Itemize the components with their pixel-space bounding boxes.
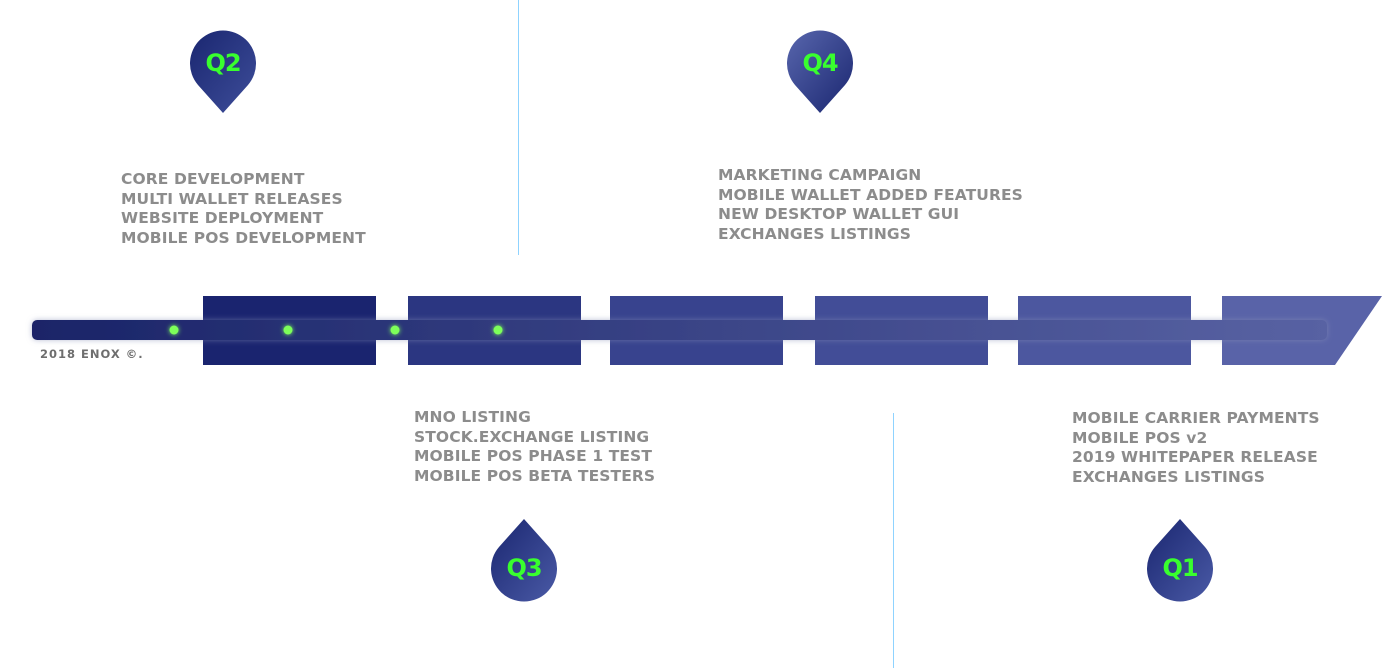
progress-dot	[493, 325, 503, 335]
q2-items: CORE DEVELOPMENT MULTI WALLET RELEASES W…	[121, 170, 366, 248]
q2-pin: Q2	[190, 27, 256, 113]
list-item: 2019 WHITEPAPER RELEASE	[1072, 448, 1318, 466]
q1-pin: Q1	[1147, 519, 1213, 605]
q1-items: MOBILE CARRIER PAYMENTS MOBILE POS v2 20…	[1072, 409, 1320, 487]
list-item: MOBILE POS BETA TESTERS	[414, 466, 656, 485]
q3-pin: Q3	[491, 519, 557, 605]
list-item: STOCK.EXCHANGE LISTING	[414, 427, 650, 446]
q4-pin: Q4	[787, 27, 853, 113]
divider-line-bottom	[893, 413, 894, 668]
list-item: MOBILE POS PHASE 1 TEST	[414, 447, 652, 465]
copyright-text: 2018 ENOX ©.	[40, 347, 144, 361]
q2-label: Q2	[205, 49, 241, 77]
list-item: MOBILE POS DEVELOPMENT	[121, 228, 366, 247]
list-item: EXCHANGES LISTINGS	[718, 224, 911, 243]
list-item: CORE DEVELOPMENT	[121, 170, 305, 188]
divider-line-top	[518, 0, 519, 255]
q4-items: MARKETING CAMPAIGN MOBILE WALLET ADDED F…	[718, 166, 1023, 244]
progress-dot	[390, 325, 400, 335]
timeline-track	[32, 320, 1327, 340]
list-item: MOBILE CARRIER PAYMENTS	[1072, 409, 1320, 427]
list-item: MOBILE POS v2	[1072, 428, 1208, 447]
list-item: WEBSITE DEPLOYMENT	[121, 209, 324, 227]
list-item: MULTI WALLET RELEASES	[121, 189, 343, 208]
list-item: MARKETING CAMPAIGN	[718, 166, 922, 184]
progress-dots	[169, 325, 503, 335]
q1-label: Q1	[1162, 554, 1198, 582]
q4-label: Q4	[802, 49, 838, 77]
list-item: MNO LISTING	[414, 408, 531, 426]
q3-items: MNO LISTING STOCK.EXCHANGE LISTING MOBIL…	[414, 408, 655, 486]
list-item: MOBILE WALLET ADDED FEATURES	[718, 185, 1023, 204]
progress-dot	[169, 325, 179, 335]
list-item: EXCHANGES LISTINGS	[1072, 467, 1265, 486]
timeline-bar	[32, 296, 1382, 365]
progress-dot	[283, 325, 293, 335]
list-item: NEW DESKTOP WALLET GUI	[718, 205, 960, 223]
q3-label: Q3	[506, 554, 542, 582]
